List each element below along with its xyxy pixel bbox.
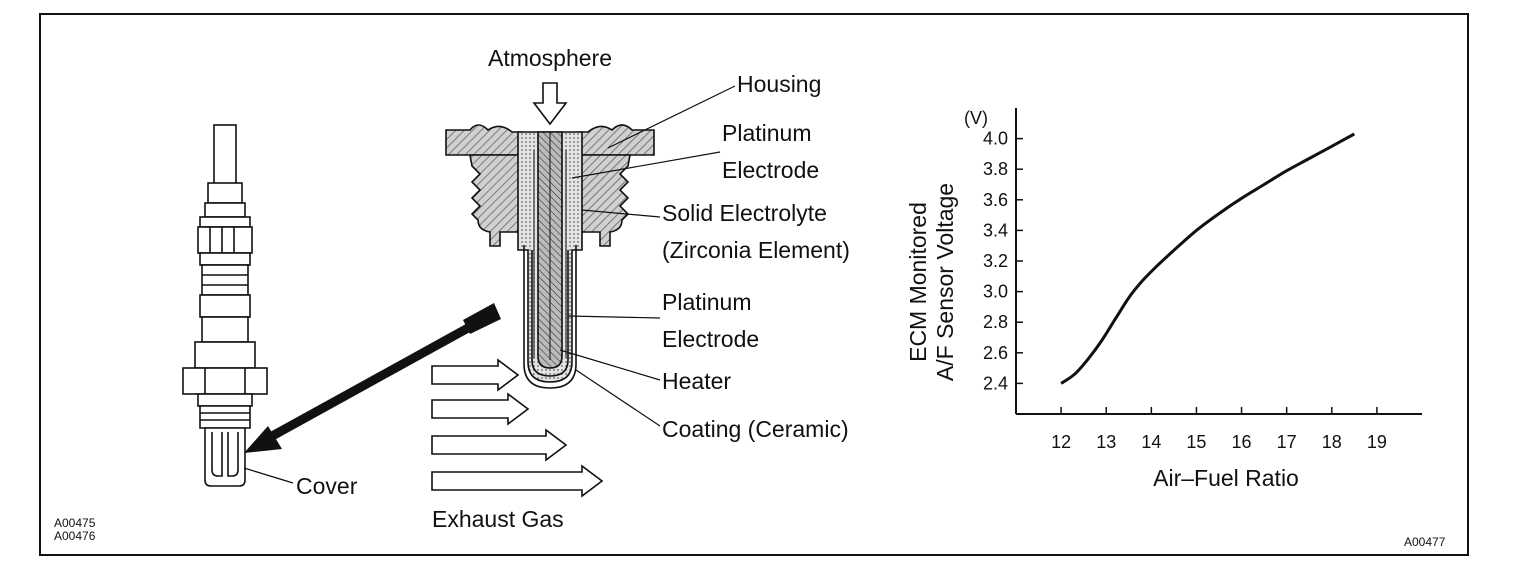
exhaust-gas-label: Exhaust Gas: [432, 506, 564, 532]
platinum-bottom-leader: [567, 315, 661, 319]
y-ticks: 2.4 2.6 2.8 3.0 3.2 3.4 3.6 3.8 4.0: [983, 129, 1023, 393]
y-tick-label: 3.8: [983, 159, 1008, 179]
x-ticks: 12 13 14 15 16 17 18 19: [1051, 407, 1387, 452]
coating-outline: [523, 245, 577, 389]
housing-label: Housing: [737, 71, 821, 97]
y-axis-title-line1: ECM Monitored: [905, 202, 931, 362]
heater-leader: [559, 349, 661, 381]
x-tick-label: 12: [1051, 432, 1071, 452]
housing-thread-right: [577, 154, 631, 247]
housing-flange-right: [577, 124, 655, 156]
x-tick-label: 16: [1232, 432, 1252, 452]
electrolyte-leader: [581, 209, 661, 218]
figure-code-left-2: A00476: [54, 529, 96, 543]
platinum-bottom-label-1: Platinum: [662, 289, 751, 315]
y-unit-label: (V): [964, 108, 988, 128]
leader-lines: [559, 85, 736, 427]
electrolyte-label-2: (Zirconia Element): [662, 237, 850, 263]
platinum-top-leader: [571, 151, 721, 179]
sensor-hex-nut: [182, 367, 268, 395]
af-voltage-chart: 2.4 2.6 2.8 3.0 3.2 3.4 3.6 3.8 4.0 12 13 14 15 16 17…: [905, 108, 1422, 491]
cover-leader: [243, 467, 294, 484]
x-tick-label: 18: [1322, 432, 1342, 452]
figure-code-right: A00477: [1404, 535, 1446, 549]
y-tick-label: 3.2: [983, 251, 1008, 271]
platinum-top-label-2: Electrode: [722, 157, 819, 183]
atmosphere-label: Atmosphere: [488, 45, 612, 71]
y-tick-label: 3.6: [983, 190, 1008, 210]
y-tick-label: 2.6: [983, 343, 1008, 363]
y-tick-label: 3.4: [983, 220, 1008, 240]
y-tick-label: 3.0: [983, 282, 1008, 302]
x-axis-title: Air–Fuel Ratio: [1153, 465, 1299, 491]
cross-section: [445, 124, 655, 389]
platinum-bottom-label-2: Electrode: [662, 326, 759, 352]
voltage-curve: [1060, 132, 1356, 385]
x-tick-label: 15: [1186, 432, 1206, 452]
y-tick-label: 4.0: [983, 129, 1008, 149]
housing-leader: [607, 85, 736, 149]
y-tick-label: 2.4: [983, 373, 1008, 393]
x-tick-label: 17: [1277, 432, 1297, 452]
x-tick-label: 19: [1367, 432, 1387, 452]
housing-thread-left: [469, 154, 523, 247]
x-tick-label: 14: [1141, 432, 1161, 452]
platinum-top-label-1: Platinum: [722, 120, 811, 146]
cover-label: Cover: [296, 473, 358, 499]
pointer-arrow: [244, 303, 501, 453]
heater-label: Heater: [662, 368, 731, 394]
sensor-wire-lead: [213, 124, 237, 186]
sensor-cover-shape: [204, 427, 246, 487]
atmosphere-arrow: [532, 82, 568, 126]
coating-leader: [575, 369, 661, 427]
sensor-assembly: [182, 124, 268, 487]
exhaust-arrows: [431, 358, 604, 498]
y-axis-title-line2: A/F Sensor Voltage: [932, 183, 958, 381]
x-tick-label: 13: [1096, 432, 1116, 452]
housing-flange-left: [445, 124, 523, 156]
electrolyte-label-1: Solid Electrolyte: [662, 200, 827, 226]
coating-label: Coating (Ceramic): [662, 416, 849, 442]
figure-code-left-1: A00475: [54, 516, 96, 530]
y-tick-label: 2.8: [983, 312, 1008, 332]
figure-border: [39, 13, 1469, 556]
